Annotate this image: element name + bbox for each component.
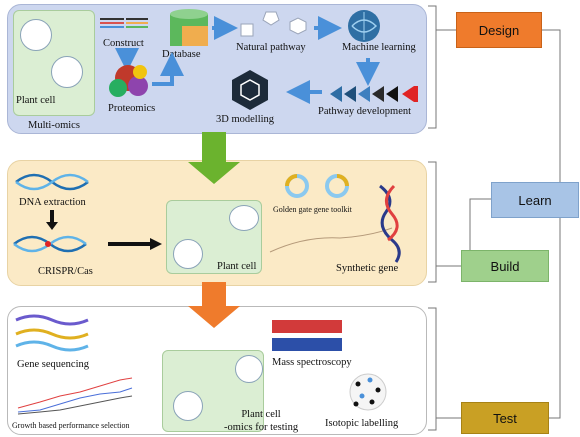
cycle-brackets [428, 5, 561, 431]
learn-tag: Learn [491, 182, 579, 218]
golden-gate-label: Golden gate gene toolkit [273, 205, 352, 214]
dna-extraction-label: DNA extraction [19, 197, 86, 208]
machine-learning-label: Machine learning [342, 42, 416, 53]
gene-sequencing-label: Gene sequencing [17, 359, 90, 370]
cell-circle [173, 391, 203, 421]
multi-omics-label: Multi-omics [28, 120, 80, 131]
mass-spec-icon [272, 320, 342, 351]
proteomics-icon [109, 65, 148, 97]
sequencing-icon [15, 314, 89, 352]
gene-line [269, 227, 393, 253]
crispr-label: CRISPR/Cas [38, 266, 93, 277]
natural-pathway-icon [240, 11, 307, 37]
brain-icon [348, 10, 380, 42]
synthetic-gene-label: Synthetic gene [336, 263, 399, 274]
cell-circle [229, 205, 259, 231]
mass-spec-label: Mass spectroscopy [272, 357, 352, 368]
plant-cell-label: Plant cell [16, 95, 56, 106]
isotope-icon [349, 373, 387, 411]
database-icon [170, 9, 208, 46]
dna-helix-icon [15, 173, 89, 191]
cell-circle [235, 355, 263, 383]
plant-cell-box-test [162, 350, 264, 432]
construct-label: Construct [103, 38, 144, 49]
arrow-proteomics-database [152, 52, 184, 86]
design-tag: Design [456, 12, 542, 48]
cube-3d-icon [232, 70, 268, 110]
plant-cell-omics-label: Plant cell -omics for testing [224, 409, 299, 433]
crispr-helix-icon [13, 235, 87, 253]
arrow-design-build [188, 132, 240, 184]
pathway-development-label: Pathway development [318, 106, 412, 117]
cell-circle [173, 239, 203, 269]
synthetic-gene-icon [379, 184, 401, 263]
test-tag: Test [461, 402, 549, 434]
proteomics-label: Proteomics [108, 103, 156, 114]
plant-cell-box-build [166, 200, 262, 274]
growth-selection-label: Growth based performance selection [12, 421, 130, 430]
plant-cell-box [13, 10, 95, 116]
cell-circle [51, 56, 83, 88]
3d-modelling-label: 3D modelling [216, 114, 275, 125]
isotopic-label: Isotopic labelling [325, 418, 399, 429]
growth-chart-icon [17, 377, 133, 415]
arrow-build-test [188, 282, 240, 328]
plasmid-icons [285, 174, 349, 198]
cell-circle [20, 19, 52, 51]
construct-icon [100, 18, 148, 28]
pathway-development-icon [330, 86, 418, 102]
plant-cell-build-label: Plant cell [217, 261, 257, 272]
natural-pathway-label: Natural pathway [236, 42, 306, 53]
build-tag: Build [461, 250, 549, 282]
